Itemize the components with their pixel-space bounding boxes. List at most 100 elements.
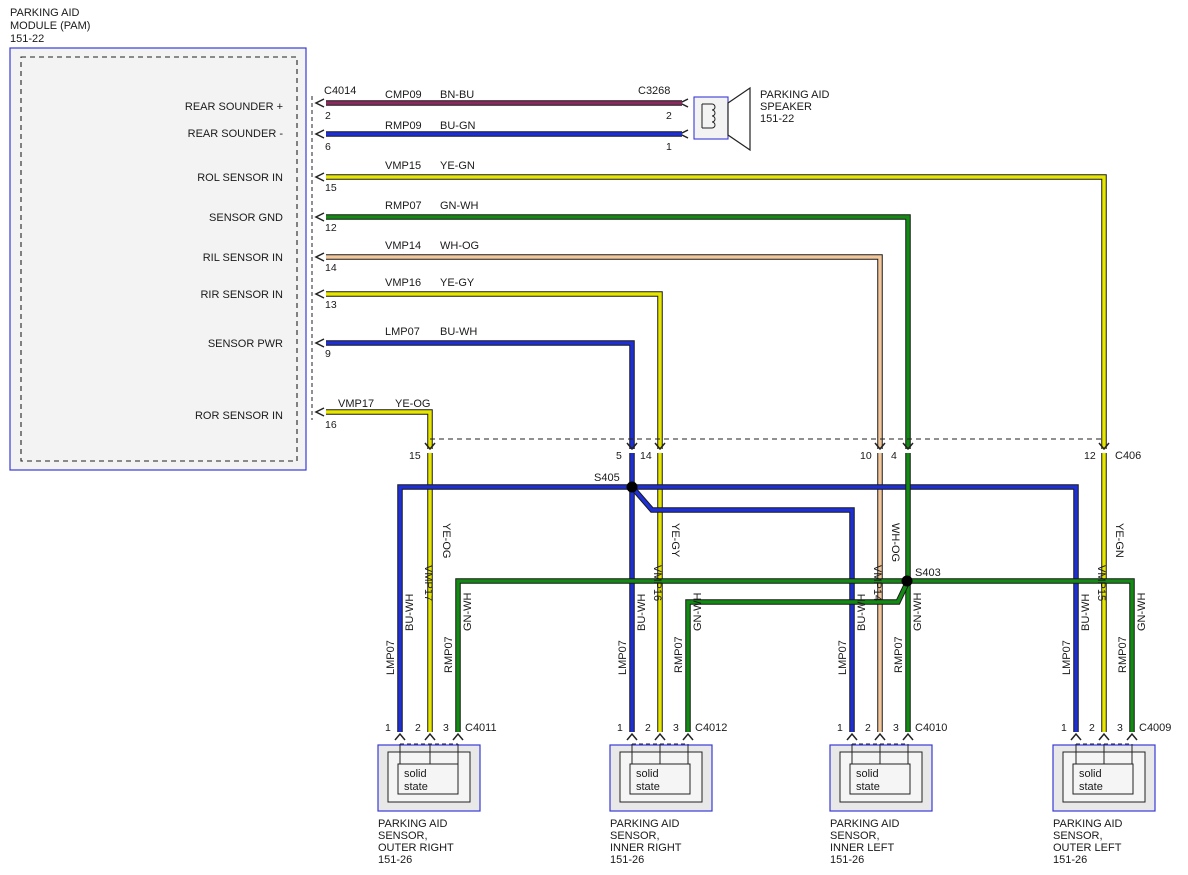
pin-label-rir-sensor-in: RIR SENSOR IN bbox=[200, 289, 283, 301]
wire-rmp07-outer-left bbox=[908, 579, 1134, 732]
pin-arrow bbox=[314, 289, 325, 299]
c406-pin: 14 bbox=[640, 450, 652, 462]
sensor-title-line: OUTER RIGHT bbox=[378, 842, 454, 854]
sensor-title-line: 151-26 bbox=[1053, 854, 1087, 866]
vwire-circuit: VMP16 bbox=[651, 565, 663, 601]
sensor-title-line: INNER RIGHT bbox=[610, 842, 682, 854]
module-outline bbox=[9, 47, 307, 471]
ground-wire-label: GN-WH bbox=[912, 592, 924, 631]
pin-arrow bbox=[314, 407, 325, 417]
wire-vmp17-upper-outline bbox=[326, 409, 433, 449]
speaker-connector-box bbox=[693, 96, 729, 140]
sensor-title-line: OUTER LEFT bbox=[1053, 842, 1122, 854]
pin-label-sensor-gnd: SENSOR GND bbox=[209, 212, 283, 224]
c406-pin-arrow bbox=[1098, 442, 1110, 451]
c406-pin: 5 bbox=[616, 450, 622, 462]
sensor-pin-arrow bbox=[874, 732, 886, 741]
splice-s403-dot bbox=[901, 575, 913, 587]
wire-lmp07-inner-left-outline bbox=[629, 485, 855, 732]
sensor-pin-number: 3 bbox=[893, 722, 899, 734]
wire-rmp07-outer-right bbox=[456, 579, 908, 732]
module-title-line-3: 151-22 bbox=[10, 33, 44, 45]
ground-wire-label: RMP07 bbox=[893, 636, 905, 673]
c406-pin: 4 bbox=[891, 450, 897, 462]
ground-wire-label: RMP07 bbox=[673, 636, 685, 673]
sensor-title-line: PARKING AID bbox=[830, 818, 900, 830]
sensor-pin-arrow bbox=[452, 732, 464, 741]
power-wire-label: BU-WH bbox=[636, 594, 648, 631]
sensor-pin-number: 3 bbox=[1117, 722, 1123, 734]
wire-label-circuit: VMP14 bbox=[385, 240, 421, 252]
sensor-title-line: PARKING AID bbox=[610, 818, 680, 830]
power-wire-label: LMP07 bbox=[617, 640, 629, 675]
wire-label-color: BN-BU bbox=[440, 89, 474, 101]
speaker-connector-label: C3268 bbox=[638, 85, 670, 97]
wire-lmp07-upper bbox=[326, 341, 634, 449]
pin-label-ror-sensor-in: ROR SENSOR IN bbox=[195, 410, 283, 422]
sensor-connector-label: C4012 bbox=[695, 722, 727, 734]
wires-layer bbox=[326, 100, 1135, 732]
sensor-connector-label: C4010 bbox=[915, 722, 947, 734]
power-wire-label: LMP07 bbox=[385, 640, 397, 675]
pin-label-rol-sensor-in: ROL SENSOR IN bbox=[197, 172, 283, 184]
pin-number: 9 bbox=[325, 348, 331, 360]
c406-pin-arrow bbox=[654, 442, 666, 451]
c406-pin-arrow bbox=[626, 442, 638, 451]
power-wire-label: LMP07 bbox=[837, 640, 849, 675]
wire-label-color: YE-OG bbox=[395, 398, 430, 410]
pin-number: 6 bbox=[325, 141, 331, 153]
splice-label-s405: S405 bbox=[594, 472, 620, 484]
wire-label-color: BU-GN bbox=[440, 120, 476, 132]
pin-label-ril-sensor-in: RIL SENSOR IN bbox=[203, 252, 283, 264]
inline-connector-c406: 15 5 14 10 4 12 C406 bbox=[409, 438, 1141, 462]
sensor-title-line: 151-26 bbox=[378, 854, 412, 866]
sensor-pin-arrow bbox=[682, 732, 694, 741]
c406-label: C406 bbox=[1115, 450, 1141, 462]
wire-vmp16-upper bbox=[326, 292, 662, 449]
wire-label-color: BU-WH bbox=[440, 326, 477, 338]
module-pins: REAR SOUNDER + REAR SOUNDER - ROL SENSOR… bbox=[185, 98, 337, 431]
sensor-solid-state-box bbox=[629, 763, 691, 795]
speaker-title-line-1: PARKING AID bbox=[760, 89, 830, 101]
pin-arrow bbox=[314, 252, 325, 262]
wire-label-circuit: RMP09 bbox=[385, 120, 422, 132]
pin-number: 14 bbox=[325, 262, 337, 274]
sensor-inner-label: solid bbox=[404, 768, 427, 780]
sensor-pin-number: 2 bbox=[1089, 722, 1095, 734]
wire-label-circuit: CMP09 bbox=[385, 89, 422, 101]
speaker-title-line-2: SPEAKER bbox=[760, 101, 812, 113]
c406-pin-arrow bbox=[902, 442, 914, 451]
sensor-inner-label: state bbox=[404, 781, 428, 793]
vwire-color: YE-OG bbox=[440, 523, 452, 558]
vwire-circuit: VMP17 bbox=[422, 565, 434, 601]
sensor-title-line: PARKING AID bbox=[1053, 818, 1123, 830]
power-wire-label: LMP07 bbox=[1061, 640, 1073, 675]
sensor-pin-arrow bbox=[1070, 732, 1082, 741]
vwire-circuit: VMP14 bbox=[871, 565, 883, 601]
wire-lmp07-inner-left bbox=[630, 485, 854, 732]
sensor-pin-number: 2 bbox=[865, 722, 871, 734]
c406-pin-arrow bbox=[424, 442, 436, 451]
sensor-title-line: 151-26 bbox=[610, 854, 644, 866]
wire-lmp07-outer-left bbox=[632, 485, 1078, 732]
pin-number: 2 bbox=[325, 110, 331, 122]
speaker-pin-1: 1 bbox=[666, 141, 672, 153]
speaker-coil-icon bbox=[701, 103, 716, 129]
ground-wire-label: RMP07 bbox=[1117, 636, 1129, 673]
c406-pin: 10 bbox=[860, 450, 872, 462]
c406-pin: 12 bbox=[1084, 450, 1096, 462]
wire-label-color: YE-GY bbox=[440, 277, 475, 289]
sensor-solid-state-box bbox=[849, 763, 911, 795]
sensor-pin-number: 2 bbox=[645, 722, 651, 734]
sensor-inner-label: state bbox=[1079, 781, 1103, 793]
pin-arrow bbox=[314, 338, 325, 348]
wire-lmp07-upper-outline bbox=[326, 340, 635, 449]
pin-number: 16 bbox=[325, 419, 337, 431]
sensor-pin-arrow bbox=[846, 732, 858, 741]
parking-aid-module: PARKING AID MODULE (PAM) 151-22 C4014 bbox=[9, 7, 356, 471]
sensor-pin-number: 1 bbox=[385, 722, 391, 734]
pin-number: 15 bbox=[325, 182, 337, 194]
